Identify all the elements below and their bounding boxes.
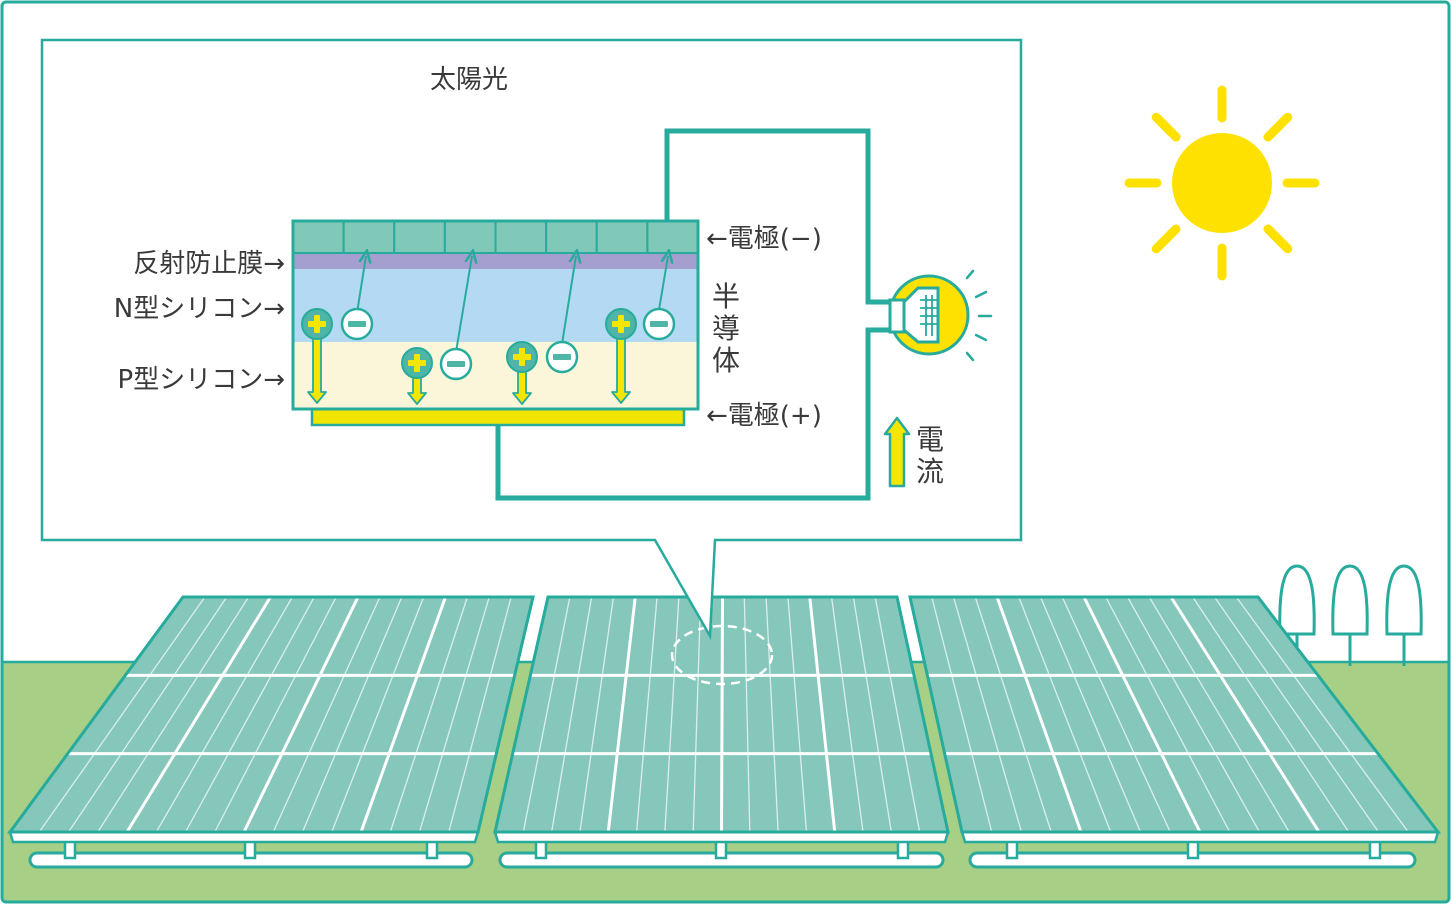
sun-ray (1151, 224, 1181, 254)
zoom-highlight-circle (670, 624, 774, 686)
positive-electrode-label: ←電極(+) (706, 401, 822, 431)
electrode-segment (545, 220, 598, 254)
charge-carriers (301, 307, 676, 405)
sun-ray (1263, 224, 1293, 254)
electrode-segment (292, 220, 345, 254)
hole-drift-arrow (307, 333, 327, 404)
minus-charge-icon (340, 307, 374, 341)
electrode-segment (494, 220, 548, 254)
sun-disc (1172, 133, 1272, 233)
p-type-layer (293, 342, 698, 409)
sunlight-label: 太陽光 (430, 65, 508, 95)
minus-charge-icon (545, 340, 579, 374)
electron-path-arrow (561, 256, 576, 345)
solar-panel (908, 595, 1442, 869)
tree-group (1278, 564, 1423, 666)
hole-charge (605, 308, 637, 404)
minus-charge-icon (642, 307, 676, 341)
sun-icon (1124, 85, 1320, 281)
positive-electrode (310, 407, 686, 427)
antireflection-film-label: 反射防止膜→ (133, 249, 285, 279)
minus-charge-icon (439, 347, 473, 381)
semiconductor-label-char-1: 半 (712, 280, 740, 313)
circuit-wire (495, 128, 905, 501)
semiconductor-label-char-2: 導 (712, 312, 740, 345)
tree-icon (1331, 564, 1369, 666)
current-arrow-icon (883, 416, 911, 488)
electron-path-arrow (658, 256, 668, 311)
solar-panel (7, 595, 535, 869)
p-type-silicon-label: P型シリコン→ (118, 365, 285, 395)
antireflection-layer (293, 253, 698, 269)
negative-electrode-label: ←電極(−) (706, 224, 822, 254)
hole-charge (401, 347, 433, 405)
electrode-segment (393, 220, 446, 254)
current-label-char-1: 電 (916, 423, 944, 456)
hole-charge (301, 308, 333, 404)
tree-icon (1385, 564, 1423, 666)
electrode-segment (595, 220, 649, 254)
electron-path-arrows (356, 256, 668, 353)
hole-charge (506, 341, 538, 405)
light-bulb-icon (888, 269, 993, 362)
solar-panel-array (7, 595, 1442, 869)
n-type-silicon-label: N型シリコン→ (114, 294, 285, 324)
sun-ray (1263, 112, 1293, 142)
semiconductor-label-char-3: 体 (712, 344, 740, 377)
hole-drift-arrow (611, 333, 631, 404)
sun-ray (1151, 112, 1181, 142)
solar-cell-cross-section (291, 219, 700, 427)
electrode-segment (342, 220, 396, 254)
electrode-segment (443, 220, 497, 254)
negative-electrode (292, 220, 699, 254)
electron-path-arrow (356, 256, 366, 314)
current-label-char-2: 流 (916, 455, 944, 488)
electron-path-arrow (455, 256, 472, 353)
solar-panel (493, 595, 950, 869)
electrode-segment (646, 220, 699, 254)
